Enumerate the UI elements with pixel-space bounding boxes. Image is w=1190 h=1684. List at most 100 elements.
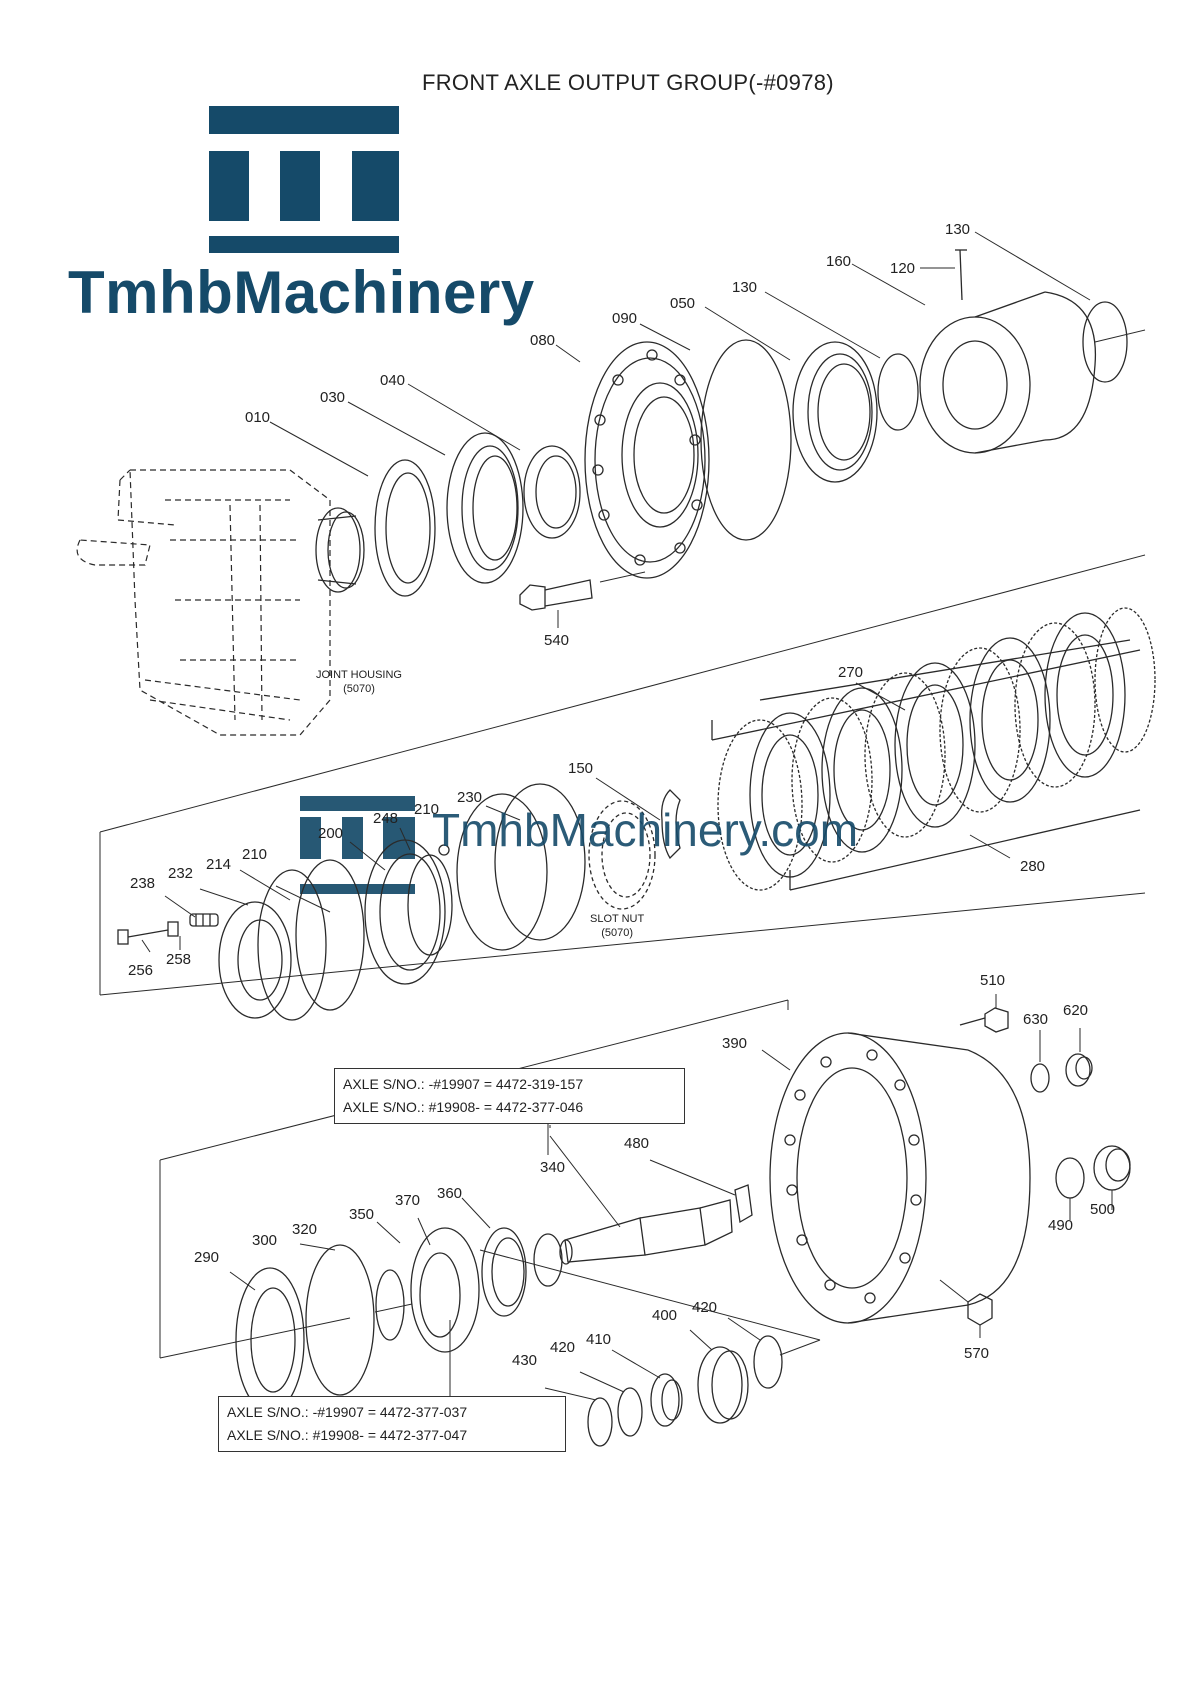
part-300-snap-ring xyxy=(305,1244,375,1396)
part-350-gear xyxy=(410,1227,480,1353)
part-370-ring xyxy=(481,1227,527,1317)
callout-270: 270 xyxy=(838,664,864,681)
brand-logo-text: TmhbMachinery xyxy=(68,259,535,326)
callout-050: 050 xyxy=(670,295,696,312)
part-320-washer xyxy=(375,1269,405,1341)
callout-120: 120 xyxy=(890,260,916,277)
part-630-washer xyxy=(1030,1063,1050,1093)
callout-160: 160 xyxy=(826,253,852,270)
part-360-snap-ring xyxy=(533,1233,563,1287)
callout-200: 200 xyxy=(318,825,344,842)
part-410-bearing xyxy=(650,1373,683,1427)
slot-nut-note: SLOT NUT (5070) xyxy=(590,912,644,940)
callout-280: 280 xyxy=(1020,858,1046,875)
part-340-shaft xyxy=(559,1199,733,1265)
serial-lower-line-2: AXLE S/NO.: #19908- = 4472-377-047 xyxy=(227,1427,468,1443)
sub-assembly-plane-row-2 xyxy=(99,554,1146,996)
callout-210: 210 xyxy=(242,846,268,863)
callout-090: 090 xyxy=(612,310,638,327)
page-title: FRONT AXLE OUTPUT GROUP(-#0978) xyxy=(422,70,834,95)
callout-490: 490 xyxy=(1048,1217,1074,1234)
joint-housing-note: JOINT HOUSING (5070) xyxy=(316,668,402,696)
callout-258: 258 xyxy=(166,951,192,968)
part-130-snap-ring-right xyxy=(1082,301,1128,383)
slot-nut-label: SLOT NUT xyxy=(590,913,645,925)
part-210-ring xyxy=(257,859,365,1021)
callout-340: 340 xyxy=(540,1159,566,1176)
callout-620: 620 xyxy=(1063,1002,1089,1019)
part-400-gear xyxy=(697,1346,749,1424)
joint-housing-spline xyxy=(315,507,365,593)
part-540-bolt xyxy=(519,579,593,611)
serial-box-upper: AXLE S/NO.: -#19907 = 4472-319-157 AXLE … xyxy=(334,1068,685,1124)
callout-210-top: 210 xyxy=(414,801,440,818)
callout-400: 400 xyxy=(652,1307,678,1324)
part-090-o-ring xyxy=(700,339,792,541)
callout-370: 370 xyxy=(395,1192,421,1209)
callout-410: 410 xyxy=(586,1331,612,1348)
callout-238: 238 xyxy=(130,875,156,892)
sub-assembly-plane-row-4 xyxy=(479,1249,821,1356)
callout-248: 248 xyxy=(373,810,399,827)
callout-150: 150 xyxy=(568,760,594,777)
callout-010: 010 xyxy=(245,409,271,426)
part-390-wheel-hub xyxy=(769,1032,1031,1324)
clutch-disc-pack xyxy=(711,607,1156,891)
callout-510: 510 xyxy=(980,972,1006,989)
callout-080: 080 xyxy=(530,332,556,349)
callout-420-left: 420 xyxy=(550,1339,576,1356)
callout-040: 040 xyxy=(380,372,406,389)
leader-lines-row-3 xyxy=(229,994,1113,1401)
part-248-pin xyxy=(438,844,450,856)
callout-350: 350 xyxy=(349,1206,375,1223)
part-030-bearing xyxy=(446,432,524,584)
serial-box-lower: AXLE S/NO.: -#19907 = 4472-377-037 AXLE … xyxy=(218,1396,566,1452)
watermark-text: TmhbMachinery.com xyxy=(432,804,859,856)
part-040-ring xyxy=(523,445,581,539)
callout-256: 256 xyxy=(128,962,154,979)
part-420-ring-right xyxy=(753,1335,783,1389)
callout-130: 130 xyxy=(732,279,758,296)
part-570-nut xyxy=(967,1293,993,1326)
part-080-hub-flange xyxy=(584,341,710,579)
serial-upper-line-1: AXLE S/NO.: -#19907 = 4472-319-157 xyxy=(343,1076,584,1092)
callout-630: 630 xyxy=(1023,1011,1049,1028)
part-010-seal xyxy=(374,459,436,597)
joint-housing-drawing xyxy=(76,469,331,736)
callout-214: 214 xyxy=(206,856,232,873)
callout-320: 320 xyxy=(292,1221,318,1238)
callout-420-right: 420 xyxy=(692,1299,718,1316)
leader-lines-row-1 xyxy=(269,231,1146,628)
callout-232: 232 xyxy=(168,865,194,882)
part-420-ring-left xyxy=(617,1387,643,1437)
callout-390: 390 xyxy=(722,1035,748,1052)
part-214-cover-plate xyxy=(218,901,292,1019)
callout-500: 500 xyxy=(1090,1201,1116,1218)
part-160-ring-carrier xyxy=(919,249,1097,454)
callout-030: 030 xyxy=(320,389,346,406)
part-490-washer xyxy=(1055,1157,1085,1199)
part-620-plug xyxy=(1065,1053,1093,1087)
callout-540: 540 xyxy=(544,632,570,649)
slot-nut-drawing xyxy=(588,800,656,910)
callout-290: 290 xyxy=(194,1249,220,1266)
part-510-bolt xyxy=(959,1007,1009,1033)
brand-logo-mark xyxy=(209,106,399,253)
part-430-ring xyxy=(587,1397,613,1447)
part-050-bearing xyxy=(792,341,878,483)
serial-box-leaders xyxy=(449,1120,549,1400)
callout-230: 230 xyxy=(457,789,483,806)
callout-430: 430 xyxy=(512,1352,538,1369)
joint-housing-ref: (5070) xyxy=(343,683,375,695)
part-500-plug xyxy=(1093,1145,1131,1191)
callout-360: 360 xyxy=(437,1185,463,1202)
callout-570: 570 xyxy=(964,1345,990,1362)
part-150-lock-plate xyxy=(661,789,681,860)
leader-lines-row-2 xyxy=(141,682,1011,953)
part-232-spring xyxy=(189,913,219,927)
callout-480: 480 xyxy=(624,1135,650,1152)
slot-nut-ref: (5070) xyxy=(601,927,633,939)
joint-housing-label: JOINT HOUSING xyxy=(316,669,402,681)
part-256-bolt xyxy=(117,921,179,945)
